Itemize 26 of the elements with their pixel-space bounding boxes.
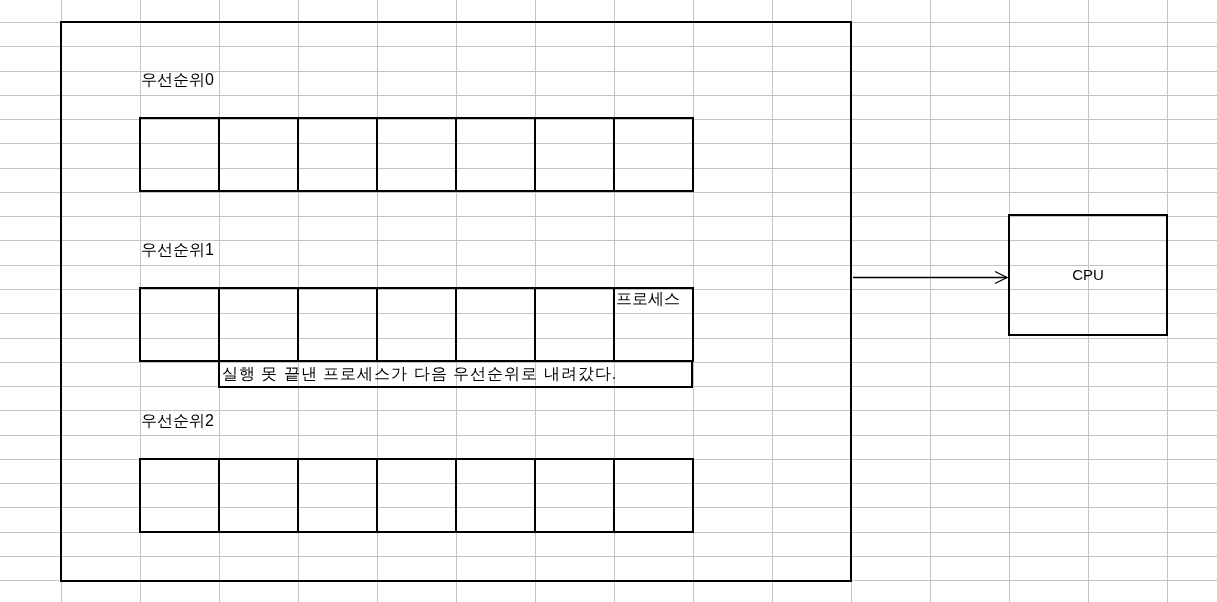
queue-cell xyxy=(376,458,457,533)
priority-label: 우선순위2 xyxy=(141,411,214,431)
arrow xyxy=(852,270,1008,285)
queue-cell xyxy=(613,287,694,362)
queue-cell xyxy=(455,117,536,192)
priority-label: 우선순위1 xyxy=(141,240,214,260)
queue-cell xyxy=(297,117,378,192)
cpu-box xyxy=(1008,214,1168,336)
note-box xyxy=(218,360,693,388)
queue-cell xyxy=(613,117,694,192)
queue-cell xyxy=(534,117,615,192)
queue-cell xyxy=(218,458,299,533)
queue-cell xyxy=(139,287,220,362)
cpu-label: CPU xyxy=(1072,265,1104,285)
queue-cell xyxy=(376,117,457,192)
queue-cell xyxy=(613,458,694,533)
queue-cell xyxy=(218,117,299,192)
priority-label: 우선순위0 xyxy=(141,70,214,90)
queue-cell xyxy=(455,458,536,533)
queue-cell xyxy=(139,458,220,533)
cell-text: 프로세스 xyxy=(616,289,680,309)
queue-cell xyxy=(297,458,378,533)
queue-cell xyxy=(139,117,220,192)
queue-cell xyxy=(534,458,615,533)
note-text: 실행 못 끝낸 프로세스가 다음 우선순위로 내려갔다. xyxy=(222,364,618,384)
frame-box xyxy=(60,21,852,582)
